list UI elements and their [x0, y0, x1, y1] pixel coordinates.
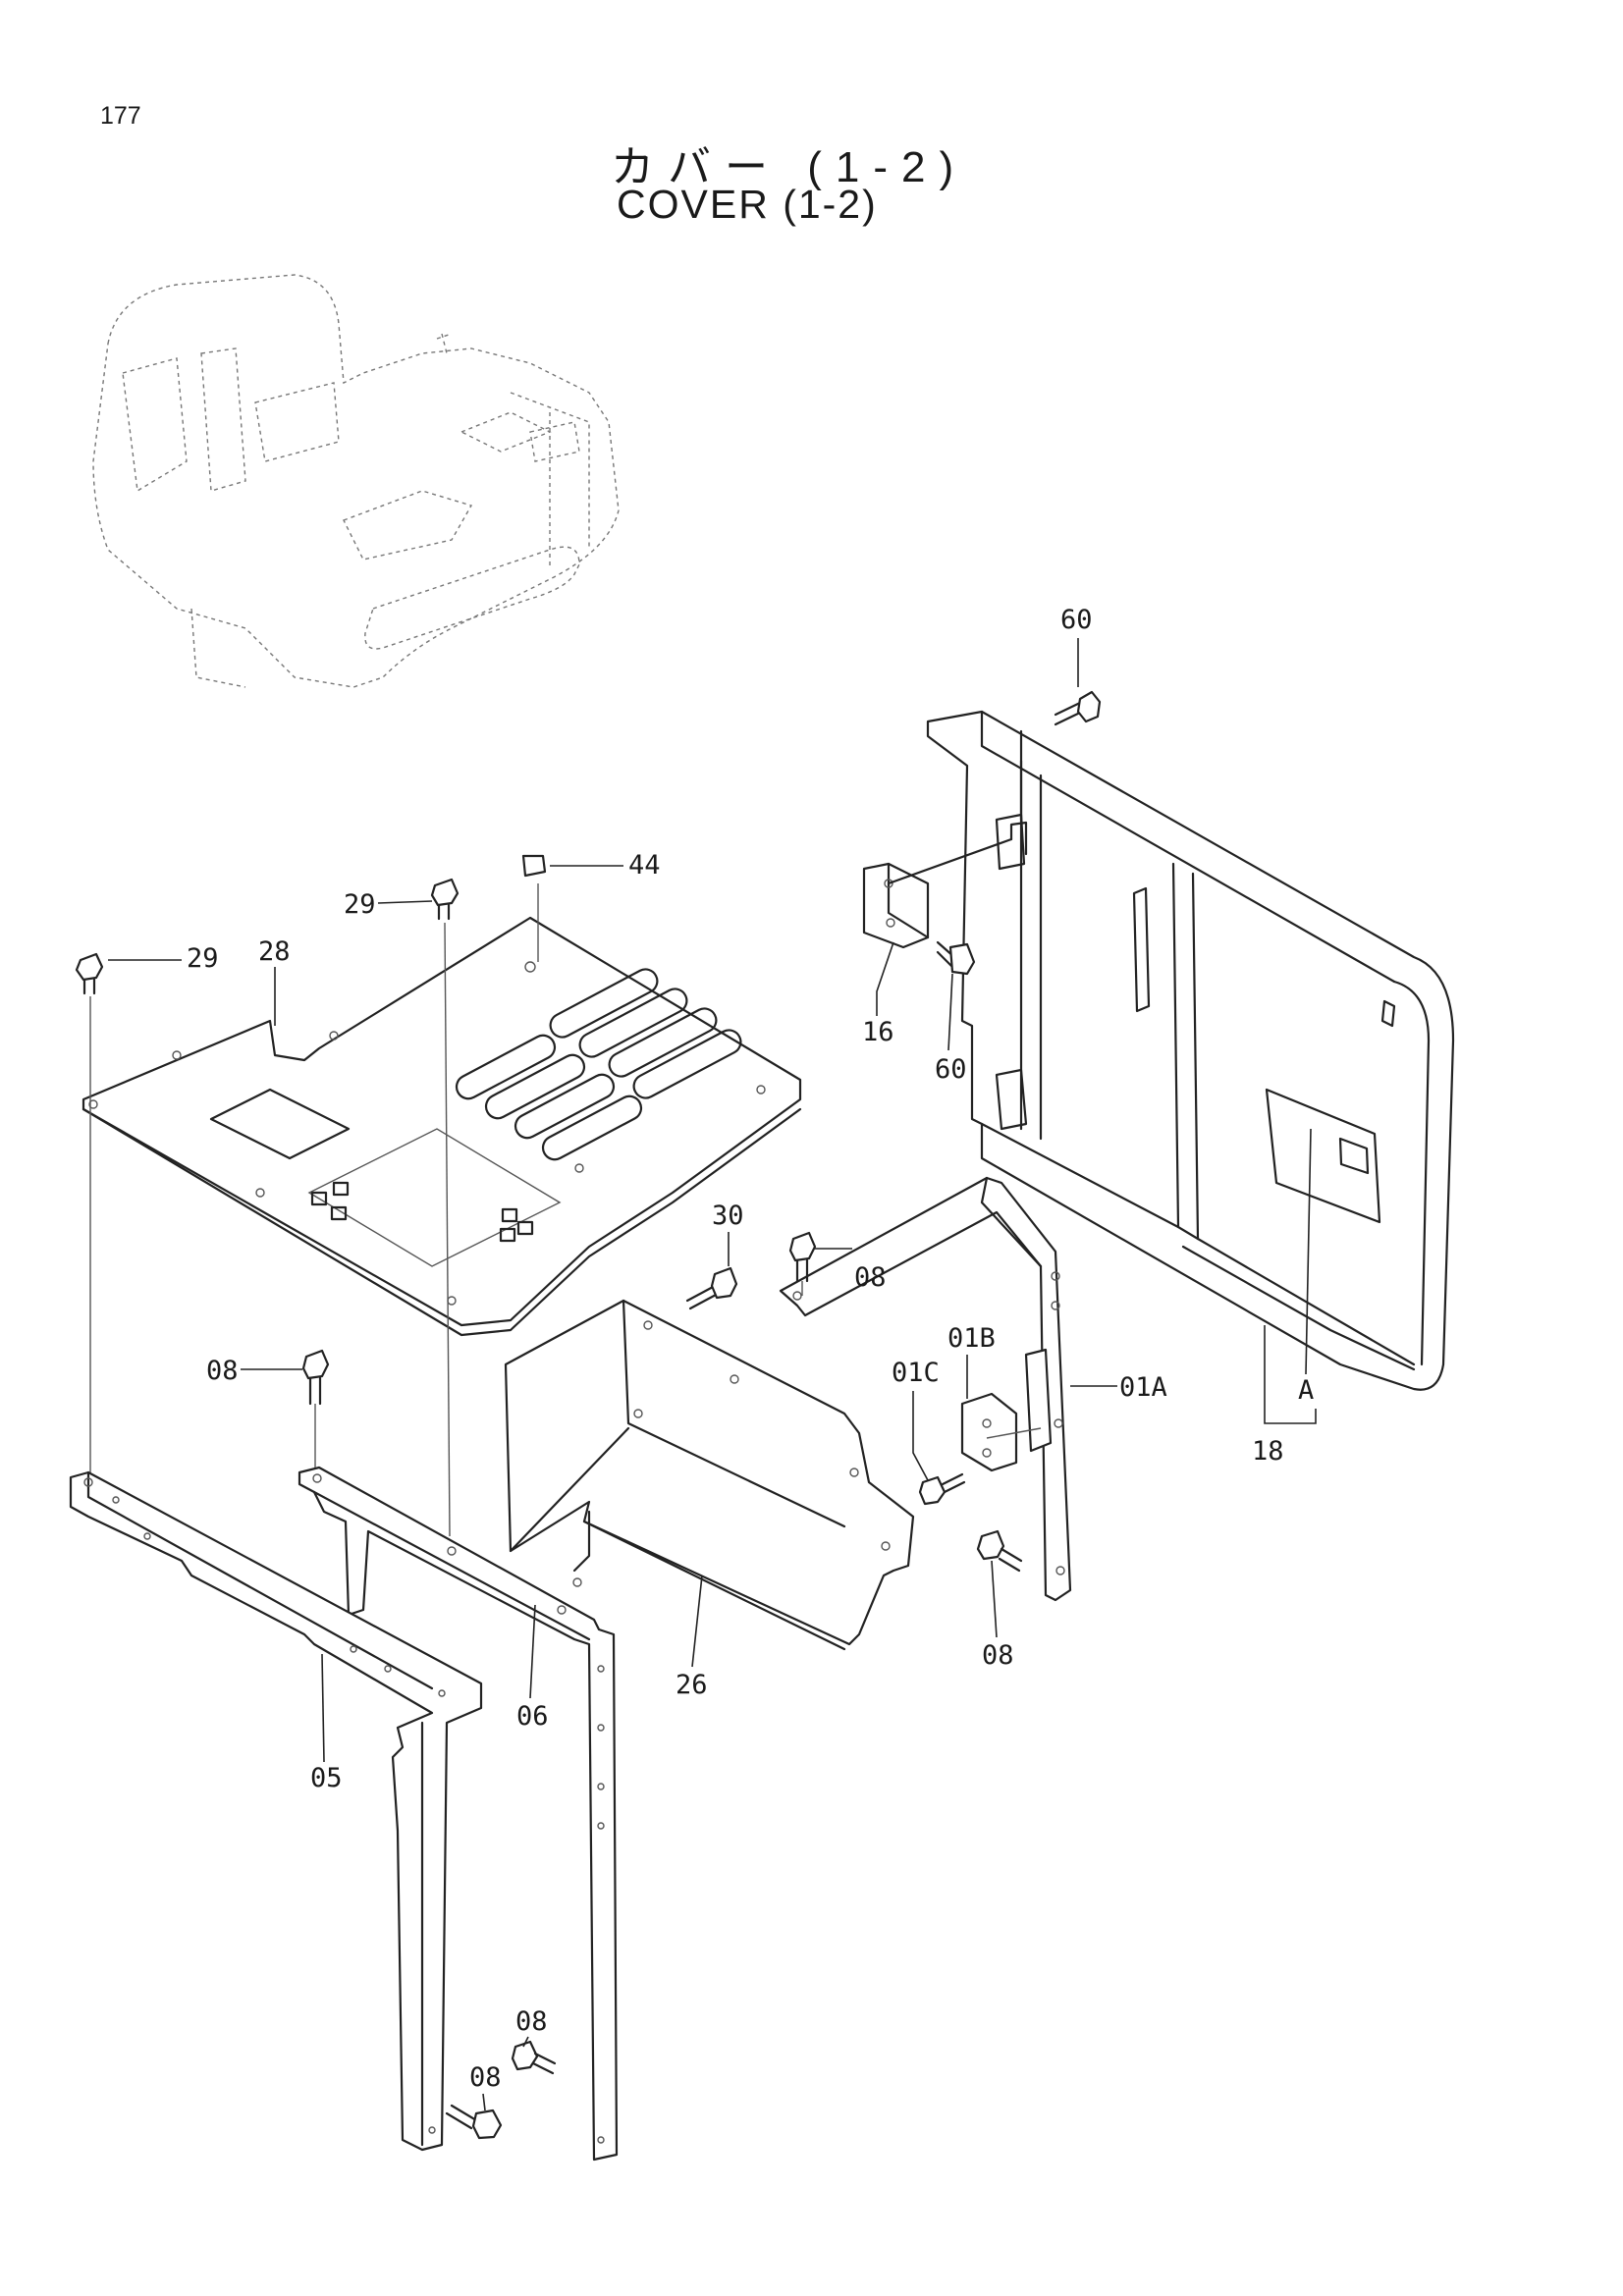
callout-08-bottom-right: 08 [515, 2006, 548, 2037]
bolt-60-lower [936, 940, 976, 976]
bolt-29-center [430, 878, 460, 921]
callout-60-top: 60 [1060, 605, 1093, 635]
callout-08-bottom-left: 08 [469, 2062, 502, 2093]
bolt-08-bracket-lower [976, 1529, 1023, 1573]
callout-16: 16 [862, 1017, 894, 1047]
bolt-29-left [75, 952, 104, 995]
top-cover-plate-28 [81, 916, 802, 1337]
callout-05: 05 [310, 1763, 343, 1793]
callout-01C: 01C [892, 1358, 940, 1388]
callout-18: 18 [1252, 1436, 1284, 1467]
page-title-english: COVER (1-2) [617, 182, 878, 227]
bolt-01C [918, 1472, 966, 1506]
bolt-30 [685, 1266, 738, 1310]
callout-01B: 01B [947, 1323, 996, 1354]
bracket-01A [779, 1176, 1072, 1602]
bolt-08-bottom-right [511, 2040, 557, 2075]
page-number: 177 [100, 102, 141, 130]
bolt-08-bottom-left [445, 2104, 503, 2140]
callout-08-bracket-top: 08 [854, 1262, 887, 1293]
bolt-08-frame [301, 1349, 330, 1468]
hinge-bracket-16 [862, 821, 1028, 949]
callout-A: A [1298, 1375, 1314, 1406]
callout-29-center: 29 [344, 889, 376, 920]
callout-01A: 01A [1119, 1372, 1167, 1403]
bolt-08-bracket-top [788, 1231, 817, 1296]
frame-05 [69, 1470, 483, 2152]
callout-29-left: 29 [187, 943, 219, 974]
callout-06: 06 [516, 1701, 549, 1732]
callout-44: 44 [628, 850, 661, 881]
callout-30: 30 [712, 1201, 744, 1231]
plate-01B [960, 1392, 1042, 1472]
ventilation-slots [455, 968, 742, 1161]
frame-06 [298, 1466, 619, 2162]
callout-60-lower: 60 [935, 1054, 967, 1085]
page-title-japanese: カバー (1-2) [611, 143, 968, 191]
callout-28: 28 [258, 936, 291, 967]
duct-plate-26 [504, 1299, 915, 1651]
excavator-overview-illustration [92, 274, 620, 688]
bolt-60-top [1019, 690, 1102, 822]
callout-26: 26 [676, 1670, 708, 1700]
side-door-18 [926, 710, 1455, 1391]
callout-08-frame: 08 [206, 1356, 239, 1386]
callout-08-bracket-lower: 08 [982, 1640, 1014, 1671]
callouts: 60 44 29 29 28 16 60 08 30 01B 01C 01A [108, 605, 1317, 2111]
plug-44 [521, 854, 547, 878]
